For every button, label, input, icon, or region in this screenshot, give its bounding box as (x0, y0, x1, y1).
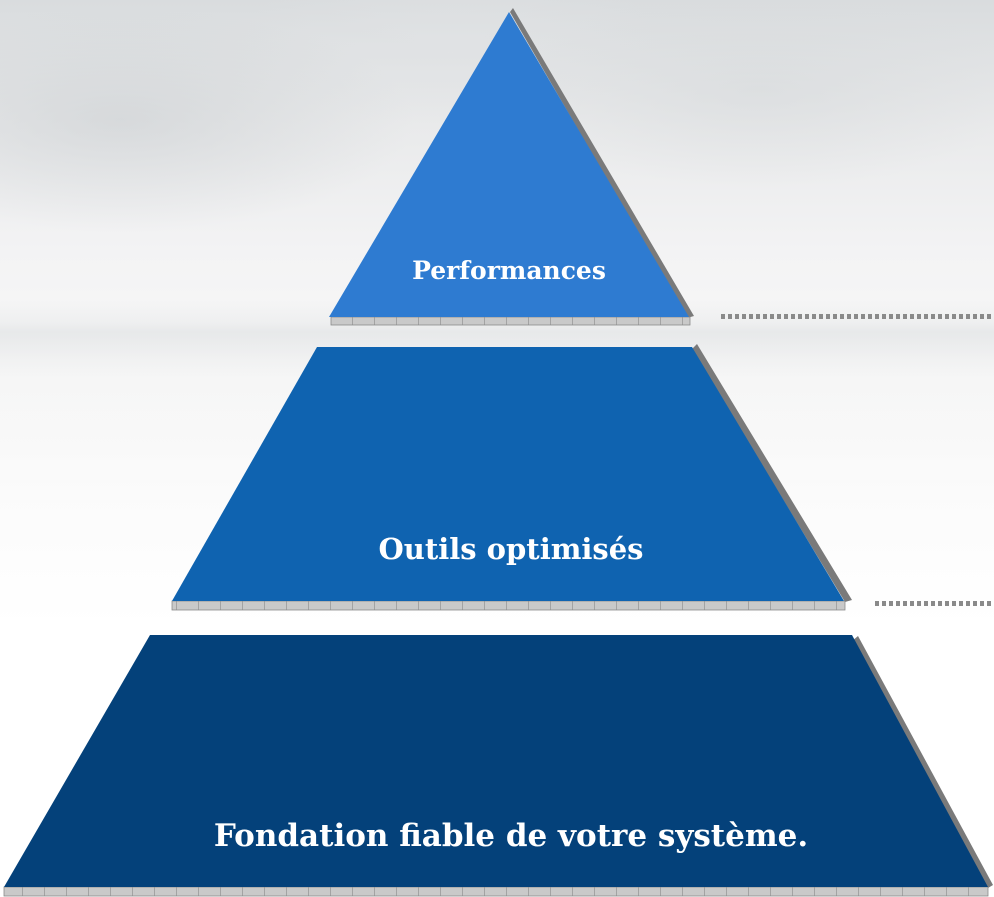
tier-bottom-edge (852, 636, 993, 888)
tier-top-edge (510, 8, 694, 318)
tier-top-group (329, 8, 694, 326)
tier-bottom-group (3, 635, 993, 897)
tier-bottom-base (3, 886, 989, 897)
tier-middle-shape (172, 347, 844, 601)
tier-top-label: Performances (412, 256, 606, 285)
tier-bottom-shape (4, 635, 988, 887)
tier-middle-edge (692, 344, 852, 602)
tier-bottom-label: Fondation fiable de votre système. (213, 818, 809, 854)
connector-top (720, 314, 994, 319)
tier-middle-label: Outils optimisés (378, 532, 644, 566)
tier-top-base (330, 316, 691, 326)
tier-middle-base (171, 600, 846, 611)
connector-middle (873, 601, 994, 606)
tier-middle-group (171, 344, 852, 611)
tier-top-shape (329, 12, 689, 317)
